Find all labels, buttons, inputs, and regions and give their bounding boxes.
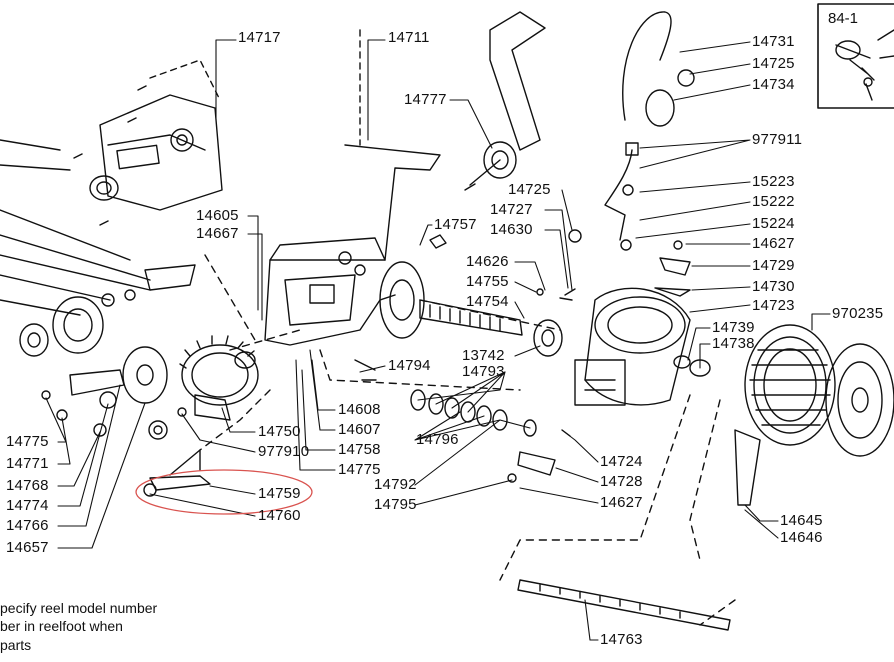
- label-14725-top: 14725: [752, 55, 795, 72]
- label-14667: 14667: [196, 225, 239, 242]
- label-14607: 14607: [338, 421, 381, 438]
- inset-box: [817, 3, 894, 109]
- reel-body-frame: [264, 29, 441, 346]
- label-14728: 14728: [600, 473, 643, 490]
- inset-title: 84-1: [828, 10, 859, 27]
- label-14724: 14724: [600, 453, 643, 470]
- label-14768: 14768: [6, 477, 49, 494]
- label-14627-bottom: 14627: [600, 494, 643, 511]
- label-14795: 14795: [374, 496, 417, 513]
- label-14645: 14645: [780, 512, 823, 529]
- main-shaft-rod: [517, 579, 731, 631]
- gear-housing: [533, 287, 691, 406]
- anti-reverse-lever: [143, 407, 211, 497]
- label-14792: 14792: [374, 476, 417, 493]
- label-14754: 14754: [466, 293, 509, 310]
- label-14646: 14646: [780, 529, 823, 546]
- pinion-shaft: [379, 261, 523, 339]
- label-14738: 14738: [712, 335, 755, 352]
- left-gear-train: [19, 264, 196, 440]
- label-14793: 14793: [462, 363, 505, 380]
- label-14725-mid: 14725: [508, 181, 551, 198]
- label-14758: 14758: [338, 441, 381, 458]
- label-14626: 14626: [466, 253, 509, 270]
- label-14775-left: 14775: [6, 433, 49, 450]
- label-14774: 14774: [6, 497, 49, 514]
- label-13742: 13742: [462, 347, 505, 364]
- label-14739: 14739: [712, 319, 755, 336]
- order-note-line-2: ber in reelfoot when: [0, 618, 123, 634]
- label-14771: 14771: [6, 455, 49, 472]
- label-14729: 14729: [752, 257, 795, 274]
- spool-assembly: [673, 324, 894, 506]
- label-14734: 14734: [752, 76, 795, 93]
- order-note-line-1: pecify reel model number: [0, 600, 158, 616]
- label-14760: 14760: [258, 507, 301, 524]
- label-14759: 14759: [258, 485, 301, 502]
- label-14630: 14630: [490, 221, 533, 238]
- label-14723: 14723: [752, 297, 795, 314]
- left-edge-parts: [0, 139, 151, 316]
- label-14796: 14796: [416, 431, 459, 448]
- assembly-guides: [199, 254, 736, 626]
- label-14775-mid: 14775: [338, 461, 381, 478]
- label-14757: 14757: [434, 216, 477, 233]
- label-14717: 14717: [238, 29, 281, 46]
- side-cover-plate: [73, 59, 223, 226]
- highlight-circle-14759: [135, 469, 313, 515]
- label-15223: 15223: [752, 173, 795, 190]
- crank-handle: [464, 11, 546, 191]
- label-14750: 14750: [258, 423, 301, 440]
- leader-lines: [45, 39, 831, 641]
- small-parts-right: [429, 229, 691, 301]
- label-977910: 977910: [258, 443, 310, 460]
- label-14608: 14608: [338, 401, 381, 418]
- label-14711: 14711: [388, 29, 430, 46]
- label-14730: 14730: [752, 278, 795, 295]
- label-15222: 15222: [752, 193, 795, 210]
- label-14794: 14794: [388, 357, 431, 374]
- order-note-line-3: parts: [0, 637, 32, 653]
- label-14627-right: 14627: [752, 235, 795, 252]
- label-970235: 970235: [832, 305, 884, 322]
- inset-part-drawing: [835, 29, 894, 101]
- label-14777: 14777: [404, 91, 447, 108]
- label-15224: 15224: [752, 215, 795, 232]
- washer-stack: [354, 359, 571, 483]
- bail-wire: [604, 11, 695, 251]
- main-drive-gear: [179, 335, 259, 421]
- label-14731: 14731: [752, 33, 795, 50]
- label-14605: 14605: [196, 207, 239, 224]
- label-14727: 14727: [490, 201, 533, 218]
- label-977911: 977911: [752, 131, 803, 148]
- label-14763: 14763: [600, 631, 643, 648]
- label-14766: 14766: [6, 517, 49, 534]
- label-14755: 14755: [466, 273, 509, 290]
- label-14657: 14657: [6, 539, 49, 556]
